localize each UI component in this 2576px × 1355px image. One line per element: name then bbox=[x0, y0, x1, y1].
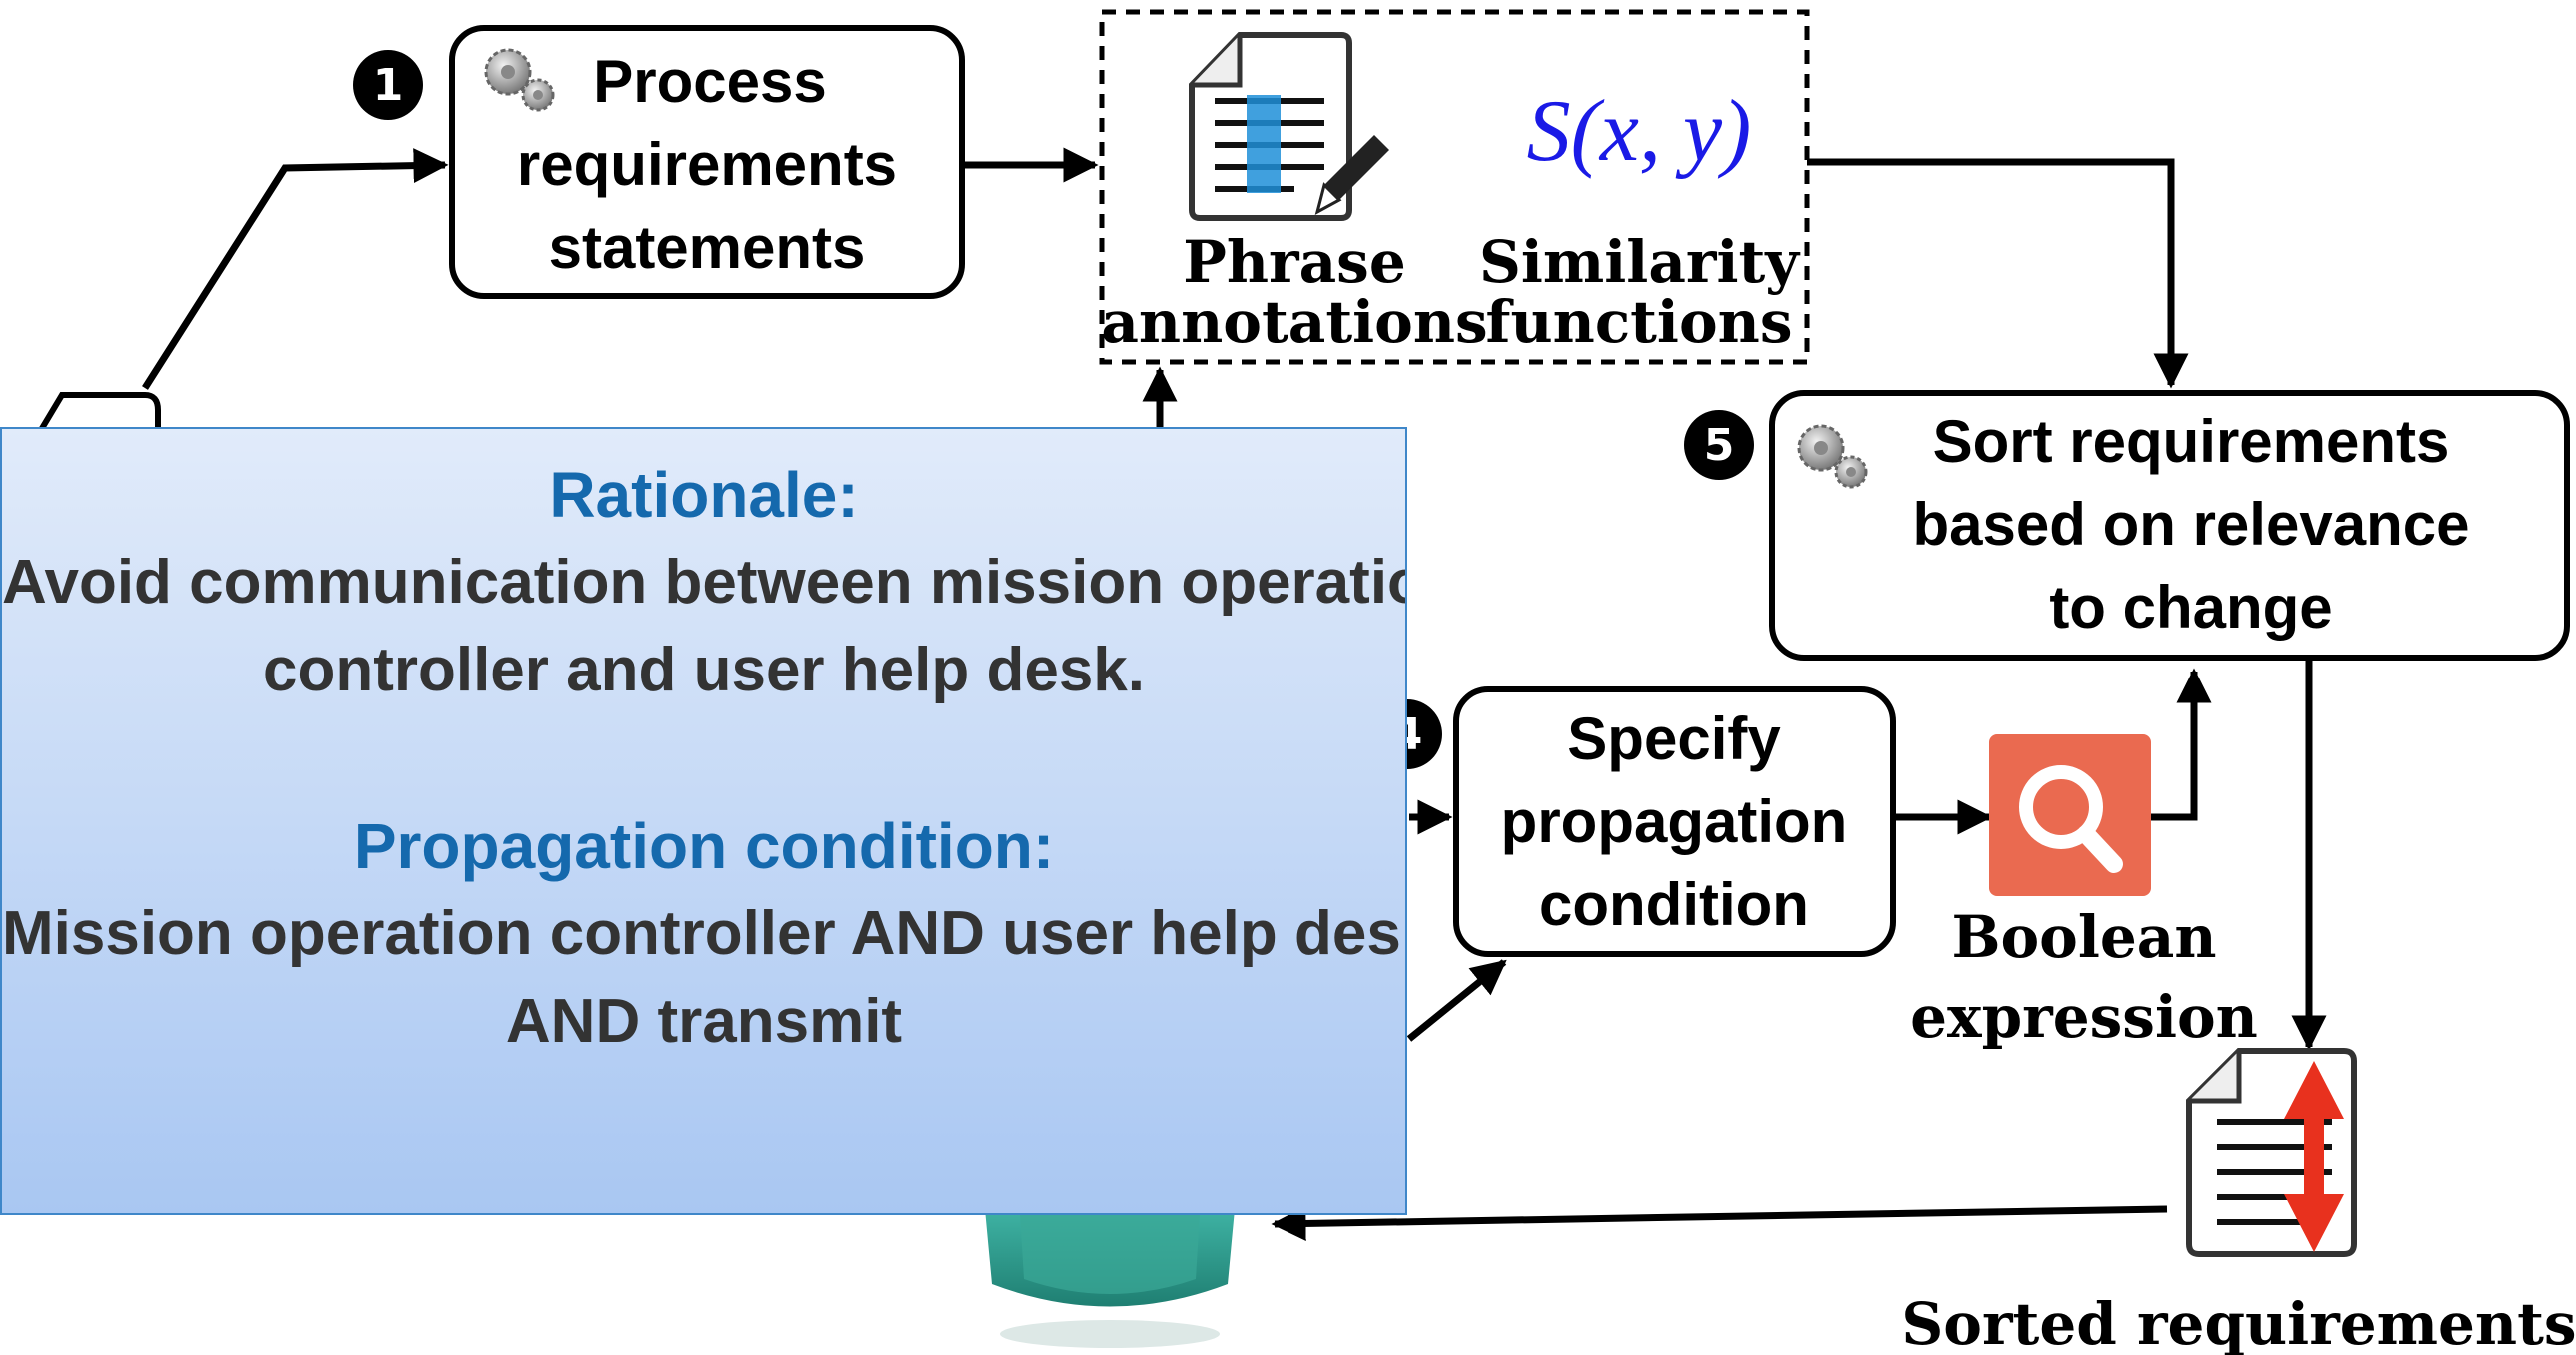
artifacts-group: Phrase annotations S(x, y) Similarity fu… bbox=[1099, 9, 1810, 365]
step-5-number: 5 bbox=[1704, 420, 1735, 471]
sorted-document-icon bbox=[2186, 1048, 2357, 1257]
step-5-badge bbox=[1684, 410, 1754, 480]
rationale-overlay: Rationale: Avoid communication between m… bbox=[0, 427, 1407, 1215]
boolean-expression-line-2: expression bbox=[1910, 983, 2258, 1051]
step-1-number: 1 bbox=[373, 60, 404, 111]
propagation-condition-heading: Propagation condition: bbox=[353, 810, 1055, 882]
document-icon bbox=[1189, 32, 1352, 221]
sorted-requirements-label: Sorted requirements bbox=[1901, 1290, 2576, 1355]
propagation-condition-line-1: Mission operation controller AND user he… bbox=[2, 899, 1407, 968]
rationale-line-2: controller and user help desk. bbox=[262, 636, 1146, 704]
step-5-group: 5 Sort requirements based on relevance t… bbox=[1684, 390, 2570, 661]
arrow-user-to-step4 bbox=[1406, 959, 1507, 1042]
boolean-expression-line-1: Boolean bbox=[1951, 903, 2216, 971]
step-1-line-1: Process bbox=[593, 48, 827, 115]
gears-icon bbox=[484, 48, 555, 112]
step-4-line-1: Specify bbox=[1567, 705, 1781, 772]
rationale-line-1: Avoid communication between mission oper… bbox=[2, 548, 1407, 617]
step-4-box bbox=[1453, 686, 1896, 957]
arrow-sorted-to-user bbox=[1271, 1205, 2168, 1241]
step-1-box bbox=[449, 25, 965, 299]
similarity-functions-line-1: Similarity bbox=[1479, 228, 1801, 296]
step-5-line-3: to change bbox=[2049, 574, 2332, 641]
pencil-icon bbox=[1314, 135, 1389, 215]
step-4-line-3: condition bbox=[1539, 871, 1809, 938]
connectors bbox=[142, 147, 2327, 1241]
rationale-heading: Rationale: bbox=[549, 459, 859, 531]
step-1-badge bbox=[353, 50, 423, 120]
step-4-line-2: propagation bbox=[1501, 788, 1848, 855]
propagation-condition-line-2: AND transmit bbox=[505, 987, 903, 1056]
sorted-requirements-group: Sorted requirements bbox=[1901, 1048, 2576, 1355]
search-icon bbox=[2019, 765, 2123, 873]
arrow-input-to-step1 bbox=[142, 148, 449, 390]
gears-icon bbox=[1797, 424, 1868, 489]
step-1-group: 1 Process requirements statements bbox=[353, 25, 965, 299]
arrow-boolean-to-step5 bbox=[2151, 668, 2212, 821]
arrow-artifacts-to-step5 bbox=[1807, 158, 2189, 389]
boolean-expression-group: Boolean expression bbox=[1910, 734, 2258, 1051]
step-5-line-2: based on relevance bbox=[1913, 491, 2470, 558]
user-figure-icon bbox=[985, 1209, 1235, 1348]
phrase-annotations-line-2: annotations bbox=[1101, 288, 1487, 356]
step-5-box bbox=[1769, 390, 2570, 661]
similarity-formula: S(x, y) bbox=[1527, 83, 1752, 180]
similarity-functions-line-2: functions bbox=[1486, 288, 1793, 356]
step-4-group: 4 Specify propagation condition bbox=[1372, 686, 1896, 957]
step-1-line-3: statements bbox=[549, 214, 866, 281]
step-5-line-1: Sort requirements bbox=[1933, 408, 2450, 475]
search-icon-background bbox=[1989, 734, 2151, 896]
step-1-line-2: requirements bbox=[517, 131, 897, 198]
phrase-annotations-line-1: Phrase bbox=[1183, 228, 1405, 296]
